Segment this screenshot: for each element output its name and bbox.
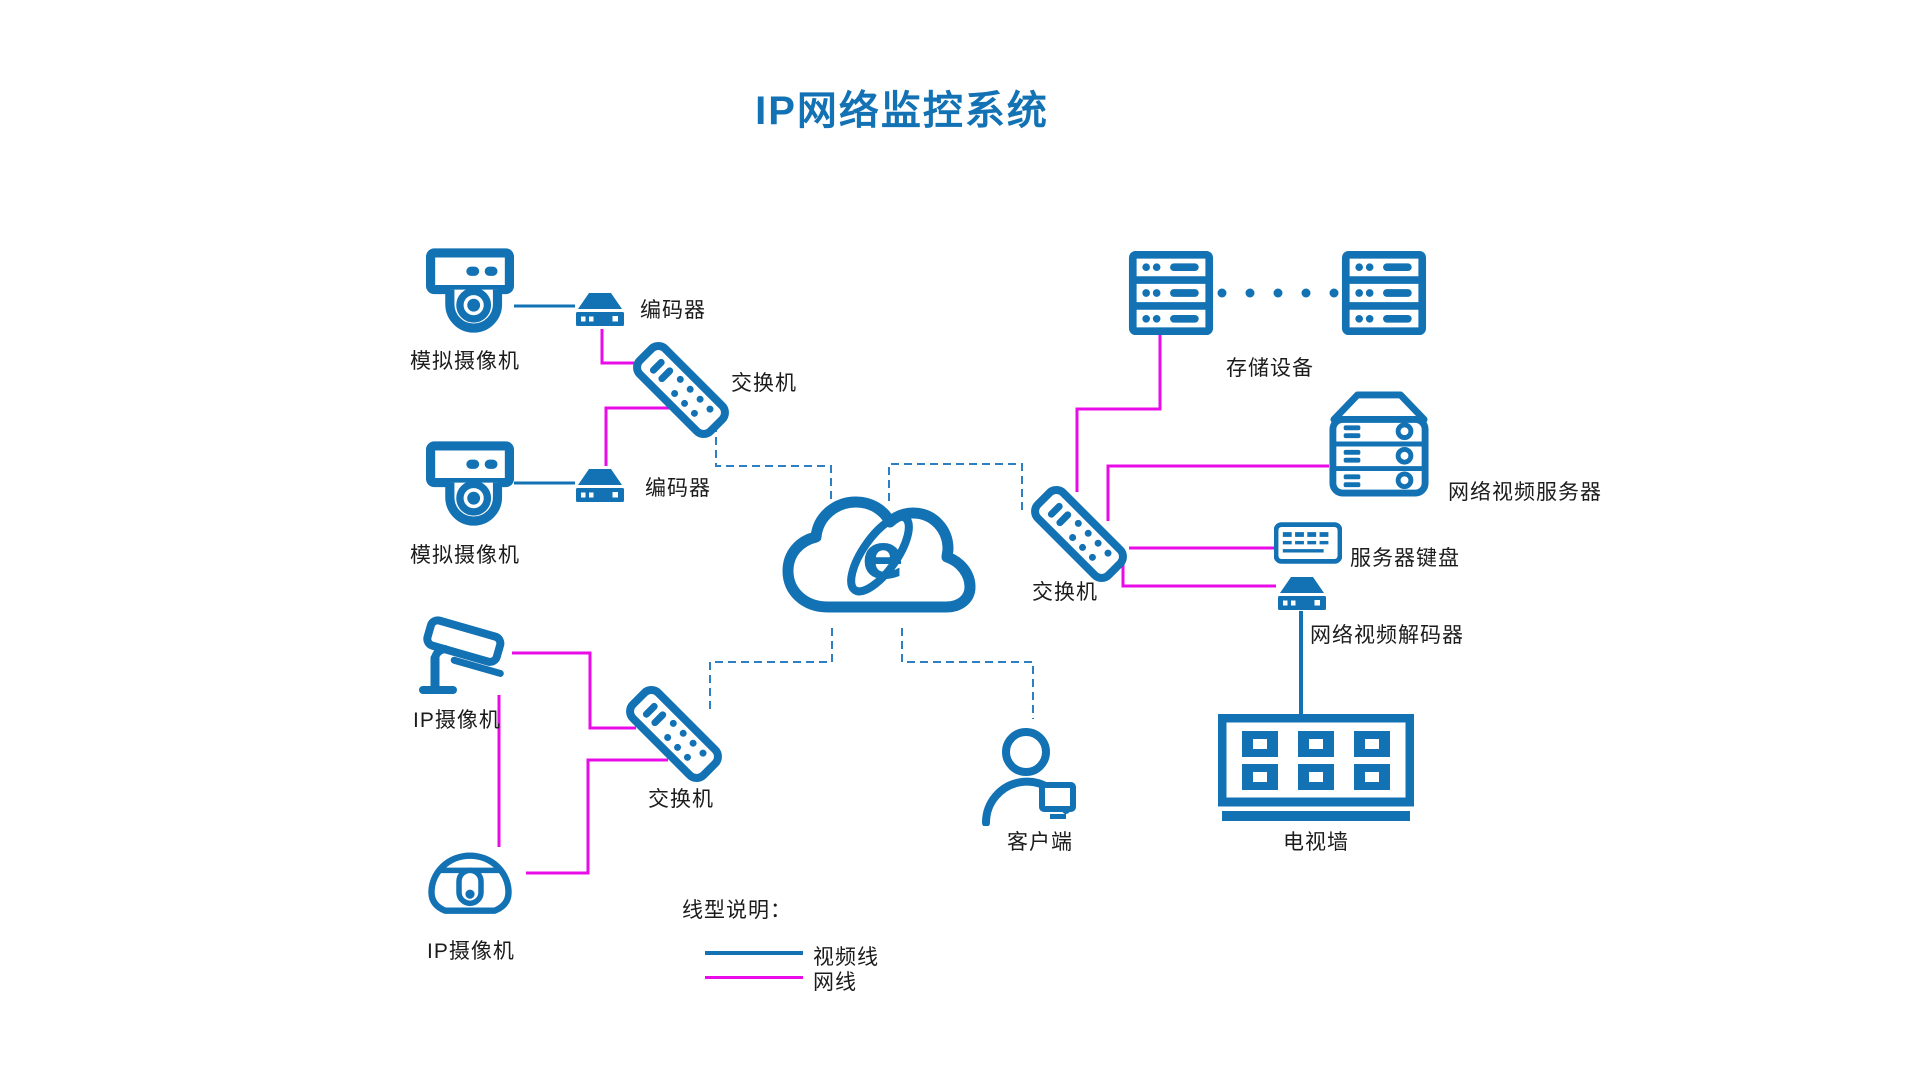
switch-1-label: 交换机 <box>731 372 797 395</box>
legend-video-line-label: 视频线 <box>813 946 879 969</box>
switch-icon <box>620 680 727 787</box>
network-line-ipcam2-switch2 <box>526 758 668 875</box>
analog-camera-2-label: 模拟摄像机 <box>410 544 520 567</box>
network-line-storage-switch3 <box>1075 335 1162 492</box>
network-line-ipcam1-switch2 <box>512 651 636 730</box>
page-title: IP网络监控系统 <box>755 89 1049 133</box>
dashed-link-cloud-switch2 <box>709 628 833 714</box>
encoder-1-label: 编码器 <box>640 299 706 322</box>
keyboard-icon <box>1274 522 1342 564</box>
tv-wall-label: 电视墙 <box>1283 831 1349 854</box>
legend-video-line-sample <box>705 951 803 955</box>
box-camera-icon <box>426 248 514 344</box>
switch-2-label: 交换机 <box>648 788 714 811</box>
storage-server-icon <box>1128 250 1214 336</box>
storage-server-icon <box>1341 250 1427 336</box>
network-line-encoder2-switch1 <box>604 406 676 466</box>
switch-icon <box>1025 480 1132 587</box>
video-server-label: 网络视频服务器 <box>1448 481 1602 504</box>
encoder-box-icon <box>575 289 625 329</box>
analog-camera-1-label: 模拟摄像机 <box>410 350 520 373</box>
bullet-camera-icon <box>413 606 517 698</box>
network-line-encoder1-switch1 <box>600 329 640 365</box>
server-keyboard-label: 服务器键盘 <box>1350 547 1460 570</box>
dotted-link-storage-servers <box>1217 288 1339 298</box>
dome-camera-icon <box>426 846 514 924</box>
switch-3-label: 交换机 <box>1032 581 1098 604</box>
storage-label: 存储设备 <box>1226 357 1314 380</box>
network-line-switch3-decoder <box>1121 557 1276 588</box>
tv-wall-icon <box>1218 714 1414 822</box>
dashed-link-switch1-cloud <box>715 424 832 501</box>
person-with-monitor-icon <box>980 726 1090 826</box>
rack-server-icon <box>1328 390 1430 498</box>
box-camera-icon <box>426 441 514 537</box>
client-label: 客户端 <box>1007 831 1073 854</box>
dashed-link-cloud-switch3 <box>888 463 1023 515</box>
encoder-2-label: 编码器 <box>645 477 711 500</box>
encoder-box-icon <box>575 465 625 505</box>
legend-heading: 线型说明： <box>682 899 792 922</box>
video-decoder-label: 网络视频解码器 <box>1310 624 1464 647</box>
decoder-box-icon <box>1276 573 1328 613</box>
dashed-link-cloud-client <box>901 628 1034 719</box>
legend-network-line-sample <box>705 976 803 979</box>
internet-cloud-icon: e <box>780 492 980 627</box>
switch-icon <box>627 336 734 443</box>
ip-camera-2-label: IP摄像机 <box>427 940 515 963</box>
ip-camera-1-label: IP摄像机 <box>413 709 501 732</box>
network-line-server-switch3 <box>1106 464 1329 521</box>
legend-network-line-label: 网线 <box>813 971 857 994</box>
